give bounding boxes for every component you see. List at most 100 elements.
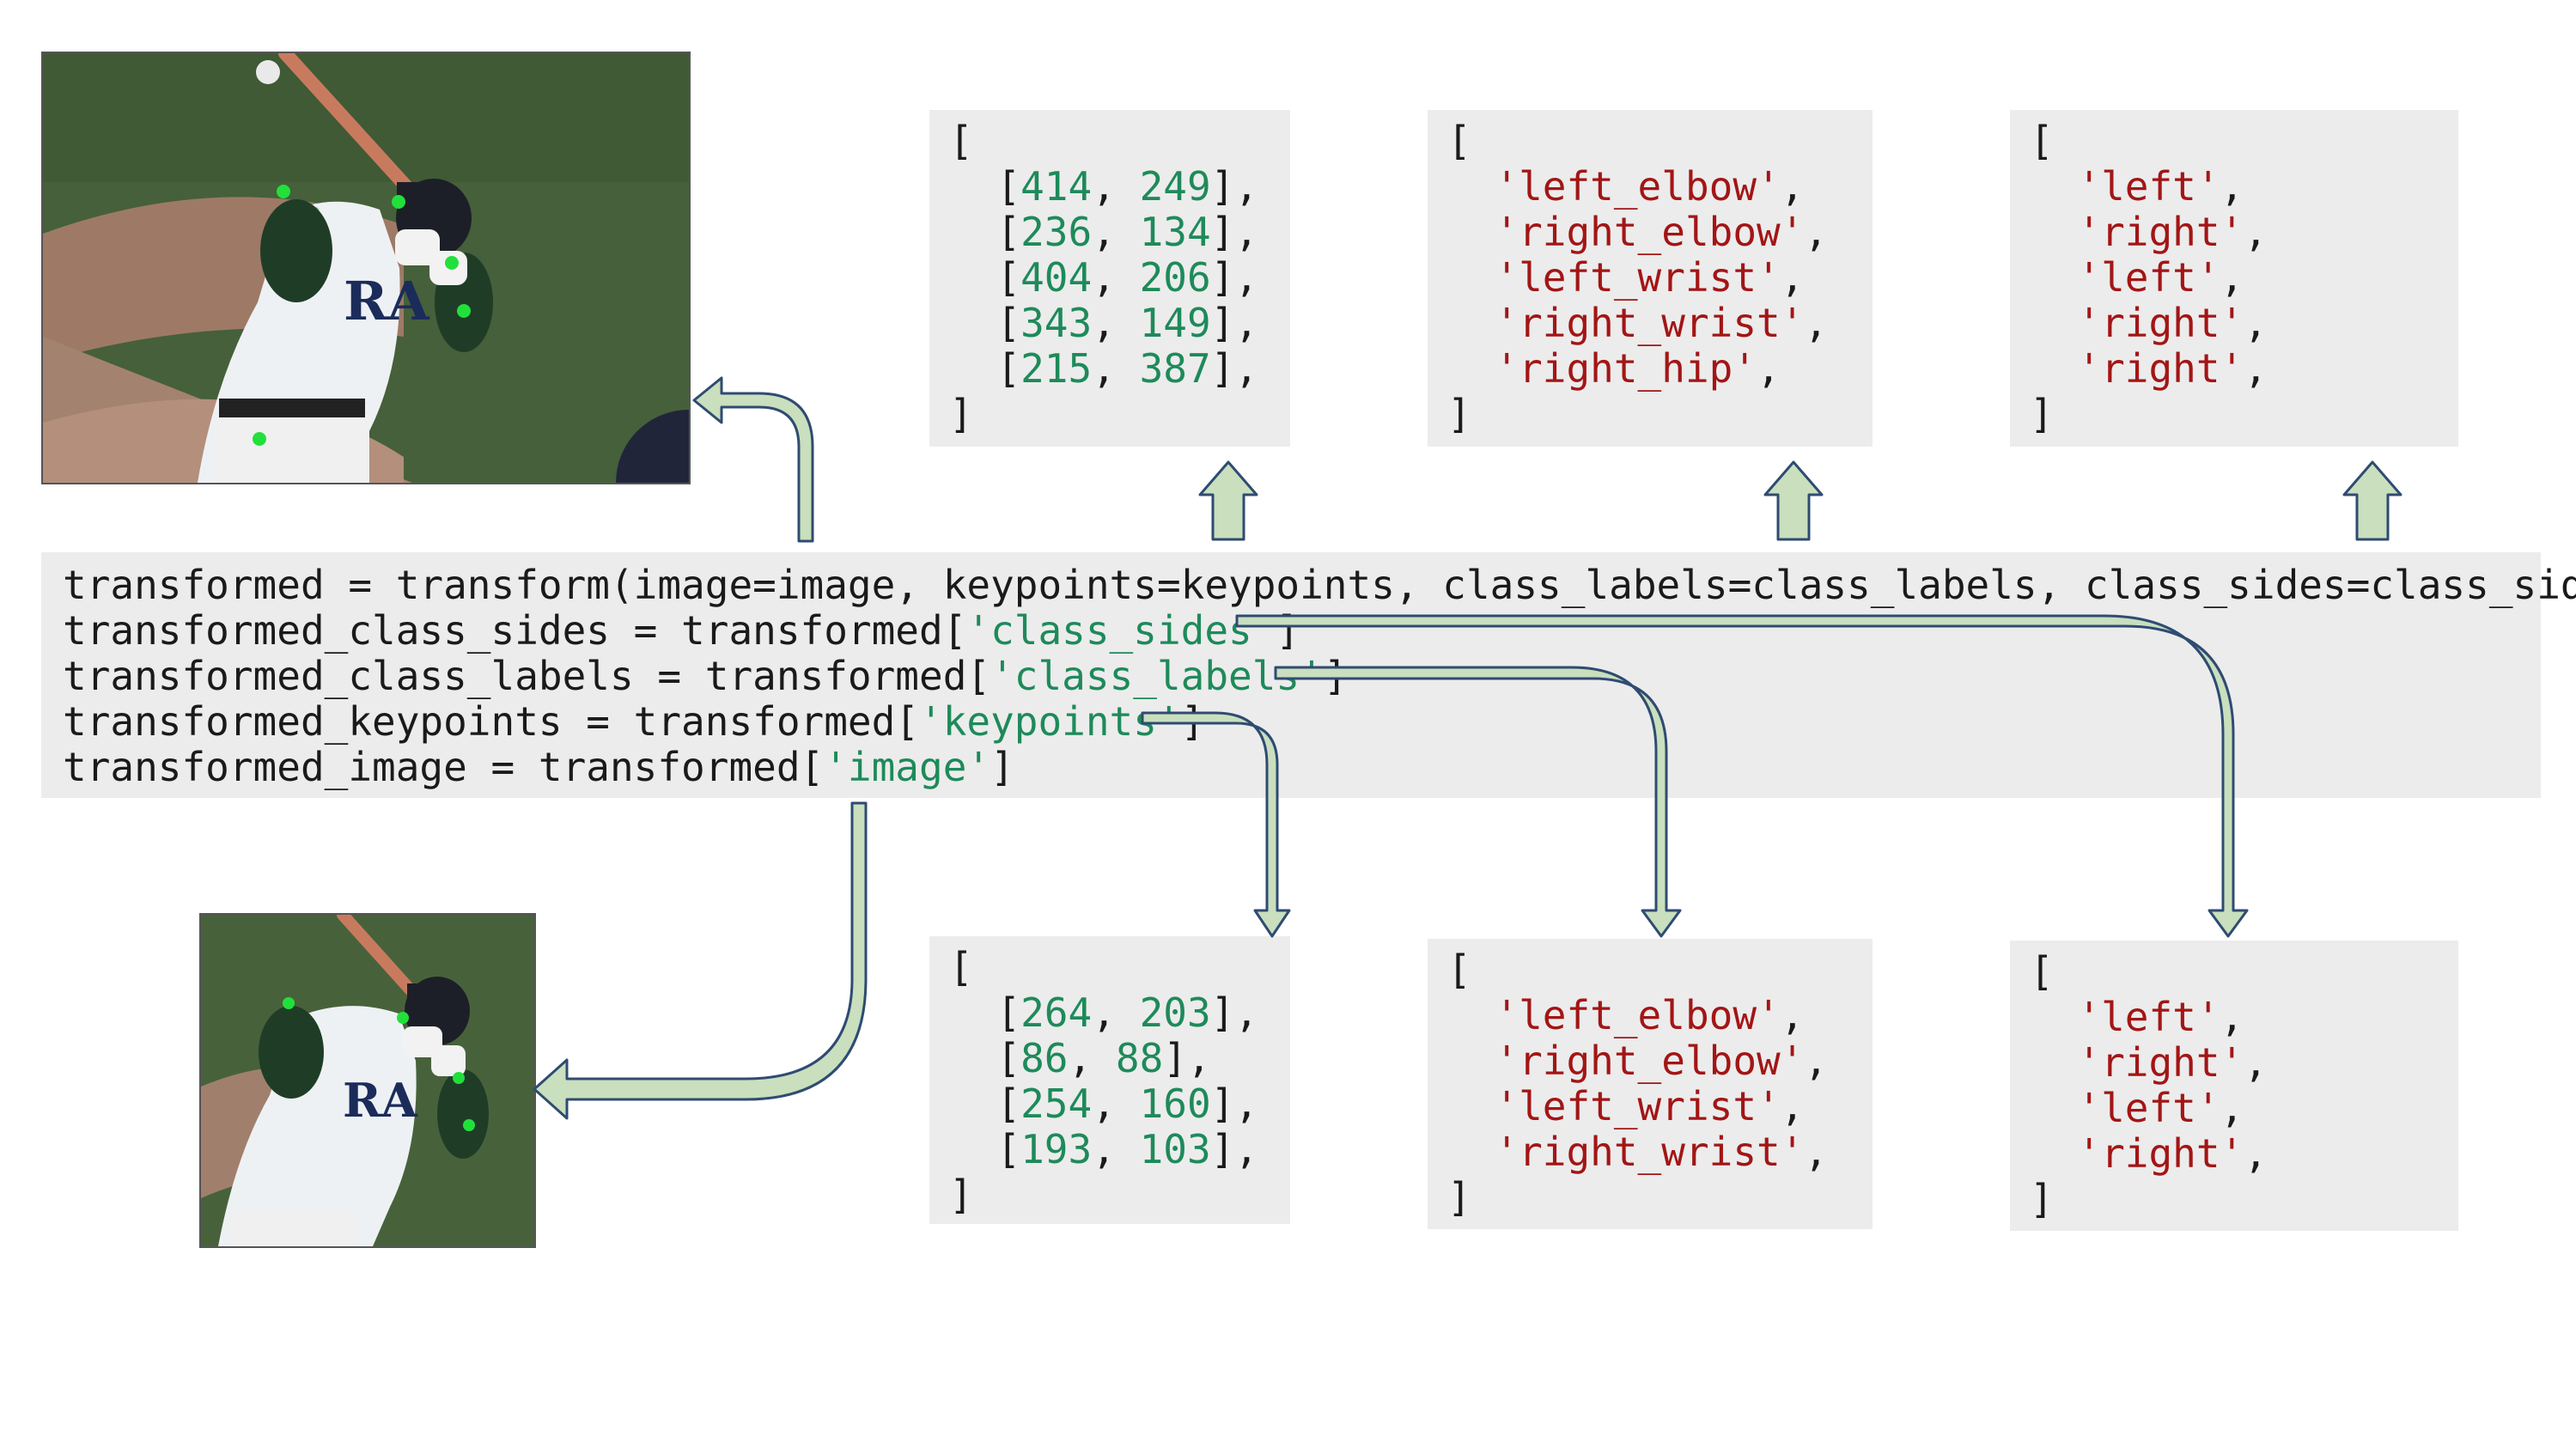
- list-punct: [: [949, 345, 1021, 392]
- output-keypoints-list: [ [264, 203], [86, 88], [254, 160], [193…: [949, 945, 1258, 1218]
- arrow-up-keypoints: [1198, 460, 1258, 541]
- input-image: RA: [41, 52, 691, 484]
- code-string: 'keypoints': [919, 698, 1181, 745]
- keypoint-dot: [253, 432, 266, 446]
- list-item: 'right_wrist',: [1447, 1129, 1828, 1175]
- list-string: 'right': [2077, 209, 2244, 255]
- code-string: 'image': [824, 744, 991, 790]
- list-punct: ]: [1447, 1174, 1471, 1221]
- keypoint-x: 264: [1020, 989, 1093, 1036]
- list-punct: ],: [1210, 300, 1259, 346]
- list-open-bracket: [: [1447, 947, 1828, 993]
- keypoint-row: [86, 88],: [949, 1036, 1258, 1081]
- list-string: 'right_wrist': [1495, 1129, 1805, 1175]
- list-punct: ,: [1092, 163, 1140, 210]
- keypoint-y: 88: [1115, 1035, 1164, 1081]
- list-item: 'right',: [2030, 210, 2268, 255]
- list-punct: ,: [1780, 254, 1805, 301]
- keypoint-y: 103: [1139, 1126, 1211, 1172]
- keypoint-row: [404, 206],: [949, 255, 1258, 301]
- list-item: 'right_elbow',: [1447, 210, 1828, 255]
- keypoint-row: [254, 160],: [949, 1081, 1258, 1127]
- list-punct: [: [949, 163, 1021, 210]
- list-punct: ,: [1092, 345, 1140, 392]
- list-punct: ],: [1210, 989, 1259, 1036]
- arrow-to-output-image: [533, 801, 868, 1120]
- list-open-bracket: [: [949, 119, 1258, 164]
- list-punct: [: [949, 944, 973, 990]
- keypoint-y: 160: [1139, 1081, 1211, 1127]
- list-open-bracket: [: [949, 945, 1258, 990]
- list-string: 'right': [2077, 300, 2244, 346]
- keypoint-dot: [457, 304, 471, 318]
- list-punct: [: [949, 1035, 1021, 1081]
- list-item: 'left_wrist',: [1447, 255, 1828, 301]
- jersey-logo: RA: [344, 270, 430, 332]
- code-line-4: transformed_keypoints = transformed['key…: [63, 699, 2576, 745]
- list-punct: ,: [1092, 209, 1140, 255]
- keypoint-dot: [397, 1012, 409, 1024]
- list-punct: ],: [1210, 209, 1259, 255]
- list-punct: [: [949, 209, 1021, 255]
- list-punct: ,: [1757, 345, 1781, 392]
- arrow-to-output-keypoints: [1141, 711, 1291, 938]
- list-punct: ,: [2244, 1130, 2268, 1177]
- list-item: 'left',: [2030, 164, 2268, 210]
- list-item: 'right',: [2030, 1040, 2268, 1086]
- keypoint-x: 215: [1020, 345, 1093, 392]
- list-punct: [: [949, 300, 1021, 346]
- list-open-bracket: [: [2030, 119, 2268, 164]
- code-text: transformed = transform(image=image, key…: [63, 562, 2576, 608]
- cropped-batter-photo: RA: [201, 915, 534, 1246]
- list-punct: [: [1447, 947, 1471, 993]
- list-punct: ]: [1447, 391, 1471, 437]
- keypoint-row: [193, 103],: [949, 1127, 1258, 1172]
- code-text: transformed_image = transformed[: [63, 744, 825, 790]
- list-punct: ,: [1780, 1083, 1805, 1129]
- list-string: 'left_elbow': [1495, 992, 1781, 1038]
- code-text: transformed_class_sides = transformed[: [63, 607, 967, 654]
- list-item: 'right_wrist',: [1447, 301, 1828, 346]
- list-item: 'right',: [2030, 346, 2268, 392]
- jersey-logo: RA: [343, 1073, 418, 1128]
- code-line-1: transformed = transform(image=image, key…: [63, 563, 2576, 608]
- code-block: transformed = transform(image=image, key…: [63, 563, 2576, 790]
- list-punct: ],: [1163, 1035, 1211, 1081]
- list-string: 'right': [2077, 1130, 2244, 1177]
- list-string: 'left': [2077, 1085, 2220, 1131]
- list-punct: ,: [1092, 300, 1140, 346]
- list-punct: ,: [2220, 1085, 2244, 1131]
- list-item: 'right',: [2030, 1131, 2268, 1177]
- list-punct: [: [2030, 118, 2054, 164]
- list-item: 'left',: [2030, 255, 2268, 301]
- list-string: 'left': [2077, 994, 2220, 1040]
- list-item: 'left',: [2030, 1086, 2268, 1131]
- list-punct: ],: [1210, 254, 1259, 301]
- list-string: 'right_hip': [1495, 345, 1757, 392]
- list-punct: ,: [1780, 163, 1805, 210]
- list-string: 'left_elbow': [1495, 163, 1781, 210]
- list-punct: ,: [2220, 163, 2244, 210]
- list-punct: ],: [1210, 345, 1259, 392]
- list-punct: ,: [2244, 209, 2268, 255]
- list-punct: ]: [2030, 391, 2054, 437]
- list-punct: ,: [1092, 254, 1140, 301]
- list-item: 'right',: [2030, 301, 2268, 346]
- code-string: 'class_sides': [966, 607, 1276, 654]
- list-punct: ,: [2220, 994, 2244, 1040]
- list-close-bracket: ]: [1447, 1175, 1828, 1221]
- list-punct: ,: [1804, 300, 1829, 346]
- list-open-bracket: [: [1447, 119, 1828, 164]
- list-punct: ],: [1210, 1081, 1259, 1127]
- output-class-sides-list: [ 'left', 'right', 'left', 'right',]: [2030, 949, 2268, 1222]
- list-close-bracket: ]: [2030, 1177, 2268, 1222]
- list-close-bracket: ]: [1447, 392, 1828, 437]
- list-punct: ,: [1092, 1081, 1140, 1127]
- keypoint-row: [215, 387],: [949, 346, 1258, 392]
- list-punct: [: [949, 1081, 1021, 1127]
- input-class-labels-panel: [1428, 110, 1873, 447]
- input-keypoints-panel: [929, 110, 1290, 447]
- list-punct: ,: [2244, 1039, 2268, 1086]
- keypoint-dot: [445, 256, 459, 270]
